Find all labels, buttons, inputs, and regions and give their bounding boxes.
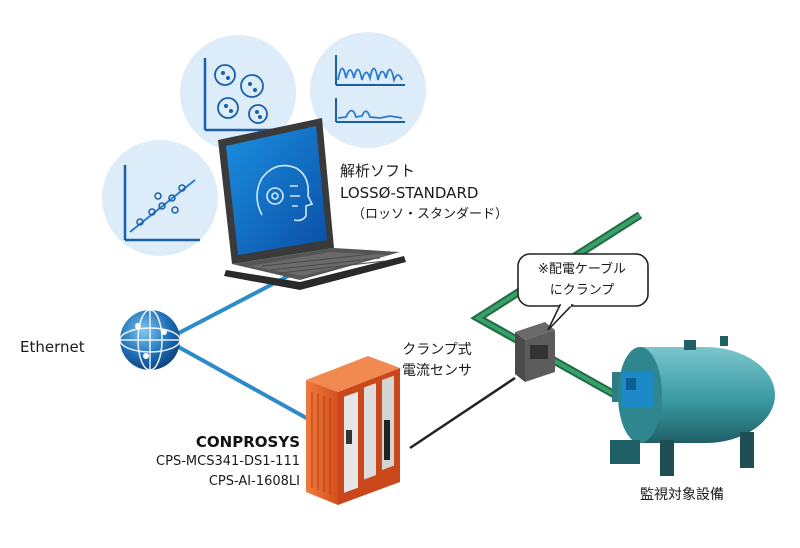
software-line3: （ロッソ・スタンダード） <box>352 207 509 222</box>
cluster-plot-icon <box>180 35 296 151</box>
device-model2: CPS-AI-1608LI <box>208 474 300 489</box>
power-cable <box>470 211 662 424</box>
laptop <box>218 118 406 290</box>
software-label: 解析ソフト LOSSØ-STANDARD （ロッソ・スタンダード） <box>340 160 508 226</box>
ethernet-line-controller <box>174 343 311 422</box>
device-name: CONPROSYS <box>195 433 300 451</box>
sensor-label: クランプ式 電流センサ <box>402 340 472 382</box>
ethernet-line-laptop <box>174 273 291 337</box>
ethernet-label: Ethernet <box>20 338 85 356</box>
device-model1: CPS-MCS341-DS1-111 <box>156 454 300 469</box>
globe-network-icon <box>119 309 181 371</box>
conprosys-controller <box>306 356 400 505</box>
software-line2: LOSSØ-STANDARD <box>340 184 479 202</box>
software-line1: 解析ソフト <box>340 162 416 180</box>
waveform-plot-icon <box>310 32 426 148</box>
callout-line1: ※配電ケーブル <box>537 262 627 277</box>
callout-line2: にクランプ <box>549 283 615 298</box>
ethernet-lines <box>174 273 311 422</box>
callout-text: ※配電ケーブル にクランプ <box>522 259 642 301</box>
sensor-line2: 電流センサ <box>402 363 472 379</box>
clamp-current-sensor <box>515 322 555 382</box>
sensor-line1: クランプ式 <box>402 342 472 358</box>
monitored-equipment <box>610 336 775 476</box>
ai-gear-head-icon <box>256 164 314 222</box>
sensor-lead <box>409 376 516 450</box>
equipment-label: 監視対象設備 <box>640 487 724 503</box>
device-label: CONPROSYS CPS-MCS341-DS1-111 CPS-AI-1608… <box>150 432 300 492</box>
callout-bubble <box>517 253 649 331</box>
scatter-plot-icon <box>102 140 218 256</box>
